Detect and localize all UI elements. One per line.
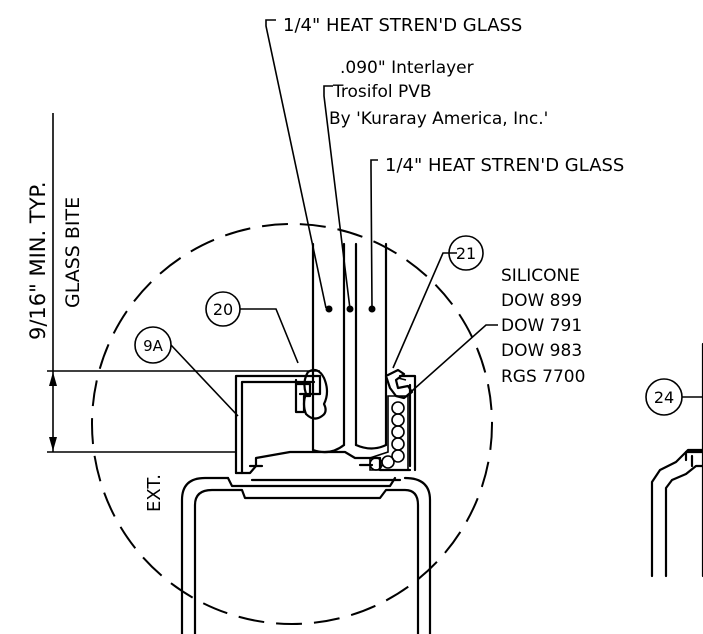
glass-lites	[311, 242, 388, 454]
svg-text:9A: 9A	[143, 337, 164, 355]
svg-text:20: 20	[213, 300, 233, 319]
note-glass-outer: 1/4" HEAT STREN'D GLASS	[283, 15, 522, 36]
note-sealant-option-1: DOW 899	[501, 291, 582, 311]
frame-profile	[180, 374, 432, 634]
detail-circle	[91, 223, 493, 625]
note-sealant-option-4: RGS 7700	[501, 367, 585, 387]
svg-text:24: 24	[654, 388, 674, 407]
note-interlayer-line3: By 'Kuraray America, Inc.'	[329, 109, 548, 129]
callout-20: 20	[205, 291, 241, 327]
exterior-label: EXT.	[144, 474, 165, 512]
note-glass-inner: 1/4" HEAT STREN'D GLASS	[385, 155, 624, 176]
note-sealant-title: SILICONE	[501, 266, 580, 286]
note-sealant-option-3: DOW 983	[501, 341, 582, 361]
callout-24: 24	[645, 378, 683, 416]
spacer-block	[384, 368, 414, 400]
exterior-gasket	[294, 368, 329, 420]
svg-text:21: 21	[456, 244, 476, 263]
dimension-value: 9/16" MIN. TYP.	[26, 181, 50, 340]
dimension-glass-bite	[47, 113, 320, 453]
note-sealant-option-2: DOW 791	[501, 316, 582, 336]
callout-21: 21	[448, 235, 484, 271]
leader-lines	[170, 19, 703, 417]
adjacent-detail-fragment	[650, 342, 703, 578]
note-interlayer-line2: Trosifol PVB	[332, 82, 432, 102]
callout-9a: 9A	[134, 326, 172, 364]
dimension-label: GLASS BITE	[62, 197, 84, 308]
note-interlayer-line1: .090" Interlayer	[340, 58, 474, 78]
